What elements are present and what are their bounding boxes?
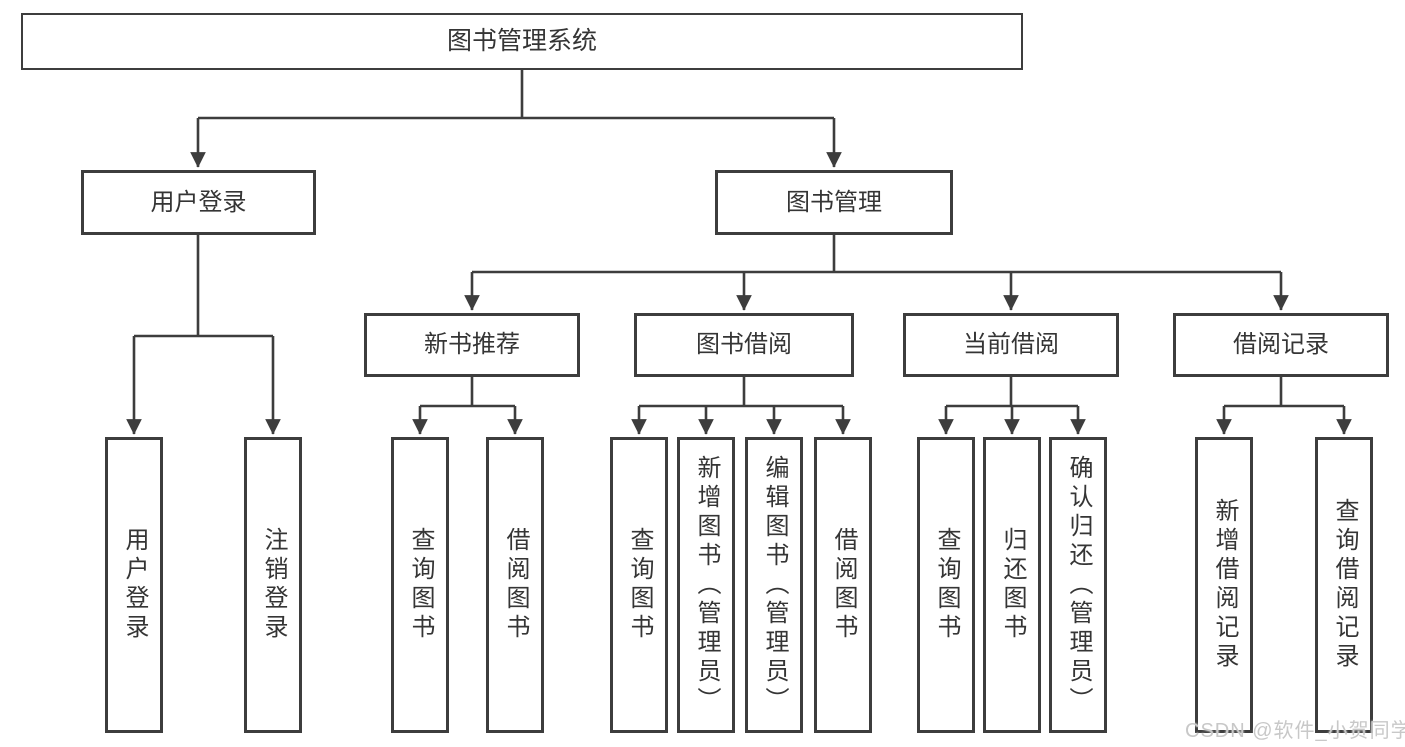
leaf-return-books: 归还图书 [983,437,1041,733]
node-library-management-system: 图书管理系统 [21,13,1023,70]
node-label: 借阅记录 [1233,331,1329,358]
leaf-edit-book-admin: 编辑图书（管理员） [745,437,803,733]
node-new-book-recommend: 新书推荐 [364,313,580,377]
node-label: 新增借阅记录 [1211,498,1238,672]
leaf-query-books-recommend: 查询图书 [391,437,449,733]
csdn-watermark: CSDN @软件_小贺同学 [1185,720,1405,742]
node-label: 查询图书 [626,527,653,643]
node-label: 新书推荐 [424,331,520,358]
node-label: 图书借阅 [696,331,792,358]
node-label: 查询图书 [407,527,434,643]
node-label: 借阅图书 [502,527,529,643]
node-borrowing-records: 借阅记录 [1173,313,1389,377]
leaf-user-login: 用户登录 [105,437,163,733]
node-label: 用户登录 [150,188,247,216]
node-user-login: 用户登录 [81,170,316,235]
node-label: 编辑图书（管理员） [761,454,788,716]
node-current-borrowing: 当前借阅 [903,313,1119,377]
node-label: 归还图书 [999,527,1026,643]
node-label: 借阅图书 [830,527,857,643]
leaf-borrow-books-borrowing: 借阅图书 [814,437,872,733]
node-label: 确认归还（管理员） [1065,454,1092,716]
leaf-borrow-books-recommend: 借阅图书 [486,437,544,733]
node-label: 当前借阅 [963,331,1059,358]
node-label: 用户登录 [121,527,148,643]
leaf-add-book-admin: 新增图书（管理员） [677,437,735,733]
node-label: 查询借阅记录 [1331,498,1358,672]
node-label: 图书管理系统 [446,27,597,55]
node-label: 查询图书 [933,527,960,643]
leaf-query-books-borrowing: 查询图书 [610,437,668,733]
node-label: 注销登录 [260,527,287,643]
leaf-query-books-current: 查询图书 [917,437,975,733]
node-label: 图书管理 [786,188,882,216]
node-label: 新增图书（管理员） [693,454,720,716]
leaf-confirm-return-admin: 确认归还（管理员） [1049,437,1107,733]
leaf-query-borrow-record: 查询借阅记录 [1315,437,1373,733]
leaf-logout: 注销登录 [244,437,302,733]
leaf-add-borrow-record: 新增借阅记录 [1195,437,1253,733]
node-book-borrowing: 图书借阅 [634,313,854,377]
node-book-management: 图书管理 [715,170,953,235]
